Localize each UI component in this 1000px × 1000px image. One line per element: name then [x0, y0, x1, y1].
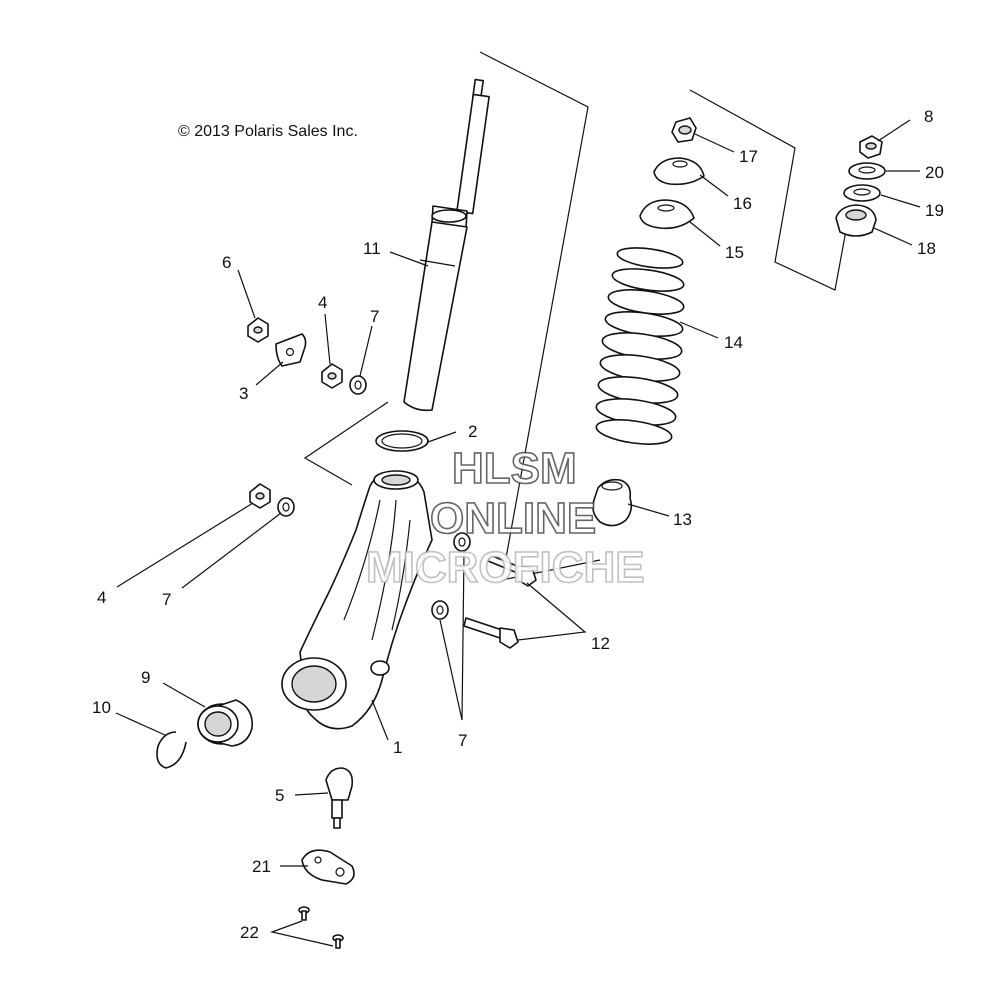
- callout-22: 22: [240, 923, 259, 942]
- callout-4-lower: 4: [97, 588, 106, 607]
- top-nut-part: [671, 117, 697, 143]
- callout-20: 20: [925, 163, 944, 182]
- leader-2: [427, 431, 457, 443]
- assembly-bracket-knuckle: [303, 401, 389, 486]
- callout-1: 1: [393, 738, 402, 757]
- leader-9: [162, 682, 206, 708]
- leader-18: [873, 227, 913, 246]
- callout-8: 8: [924, 107, 933, 126]
- washer-part-7-lower: [277, 497, 295, 517]
- leader-14: [679, 321, 719, 339]
- callout-16: 16: [733, 194, 752, 213]
- callout-21: 21: [252, 857, 271, 876]
- callout-15: 15: [725, 243, 744, 262]
- watermark-line-2: ONLINE: [430, 494, 596, 543]
- screw-part-22b: [332, 934, 344, 949]
- callout-7-upper: 7: [370, 307, 379, 326]
- leader-19: [880, 194, 921, 208]
- callout-14: 14: [724, 333, 743, 352]
- leader-7-bolt: [439, 551, 465, 721]
- watermark-line-1: HLSM: [452, 444, 577, 493]
- leader-7-upper: [359, 325, 373, 377]
- seal-ring-part: [375, 430, 429, 452]
- callout-12: 12: [591, 634, 610, 653]
- nut-part-4-upper: [321, 363, 343, 389]
- leader-22: [269, 920, 334, 947]
- leader-6: [237, 269, 256, 319]
- washer-part-19: [843, 184, 881, 202]
- callout-5: 5: [275, 786, 284, 805]
- leader-7-lower: [181, 512, 282, 589]
- assembly-bracket-shock: [479, 51, 601, 581]
- leader-16: [699, 174, 729, 197]
- callout-13: 13: [673, 510, 692, 529]
- callout-7-bolt: 7: [458, 731, 467, 750]
- leader-11: [389, 251, 429, 267]
- callout-11: 11: [363, 239, 381, 258]
- assembly-bracket-top-mount: [689, 89, 848, 291]
- leader-12: [517, 582, 587, 641]
- callout-10: 10: [92, 698, 111, 717]
- washer-part-20: [848, 162, 886, 180]
- watermark-line-3: MICROFICHE: [366, 543, 645, 592]
- callout-7-lower: 7: [162, 590, 171, 609]
- leader-3: [255, 361, 284, 386]
- leader-17: [694, 133, 735, 153]
- shock-absorber-part: [403, 78, 490, 412]
- callout-4-upper: 4: [318, 293, 327, 312]
- bolt-part-12b: [463, 617, 519, 649]
- callout-18: 18: [917, 239, 936, 258]
- coil-spring-part: [595, 247, 685, 445]
- leader-4-upper: [324, 313, 331, 365]
- ball-joint-part: [325, 767, 354, 829]
- snap-ring-part: [156, 731, 187, 769]
- screw-part-22a: [298, 906, 310, 921]
- washer-part-7-upper: [349, 375, 367, 395]
- callout-17: 17: [739, 147, 758, 166]
- knuckle-part: [281, 470, 433, 730]
- callout-3: 3: [239, 384, 248, 403]
- callout-6: 6: [222, 253, 231, 272]
- cup-washer-part: [653, 157, 705, 186]
- leader-10: [115, 712, 166, 736]
- bump-stop-part: [592, 478, 633, 527]
- nut-part-4-lower: [249, 483, 271, 509]
- callout-9: 9: [141, 668, 150, 687]
- leader-8: [877, 119, 911, 142]
- callout-2: 2: [468, 422, 477, 441]
- copyright-notice: © 2013 Polaris Sales Inc.: [178, 123, 358, 140]
- leader-4-lower: [116, 502, 254, 588]
- leader-1: [371, 699, 389, 741]
- plate-part: [301, 849, 355, 885]
- leader-5: [294, 792, 329, 796]
- leader-13: [627, 503, 670, 517]
- spring-seat-part: [639, 199, 695, 230]
- callout-19: 19: [925, 201, 944, 220]
- bearing-part: [197, 699, 253, 747]
- washer-part-7-bolt-upper: [453, 532, 471, 552]
- clip-part-3: [275, 333, 307, 367]
- washer-part-7-bolt-lower: [431, 600, 449, 620]
- bolt-part-12a: [487, 554, 537, 587]
- nut-part-6: [247, 317, 269, 343]
- mount-part-18: [835, 204, 877, 237]
- nut-part-8: [859, 135, 883, 159]
- leader-15: [689, 221, 721, 247]
